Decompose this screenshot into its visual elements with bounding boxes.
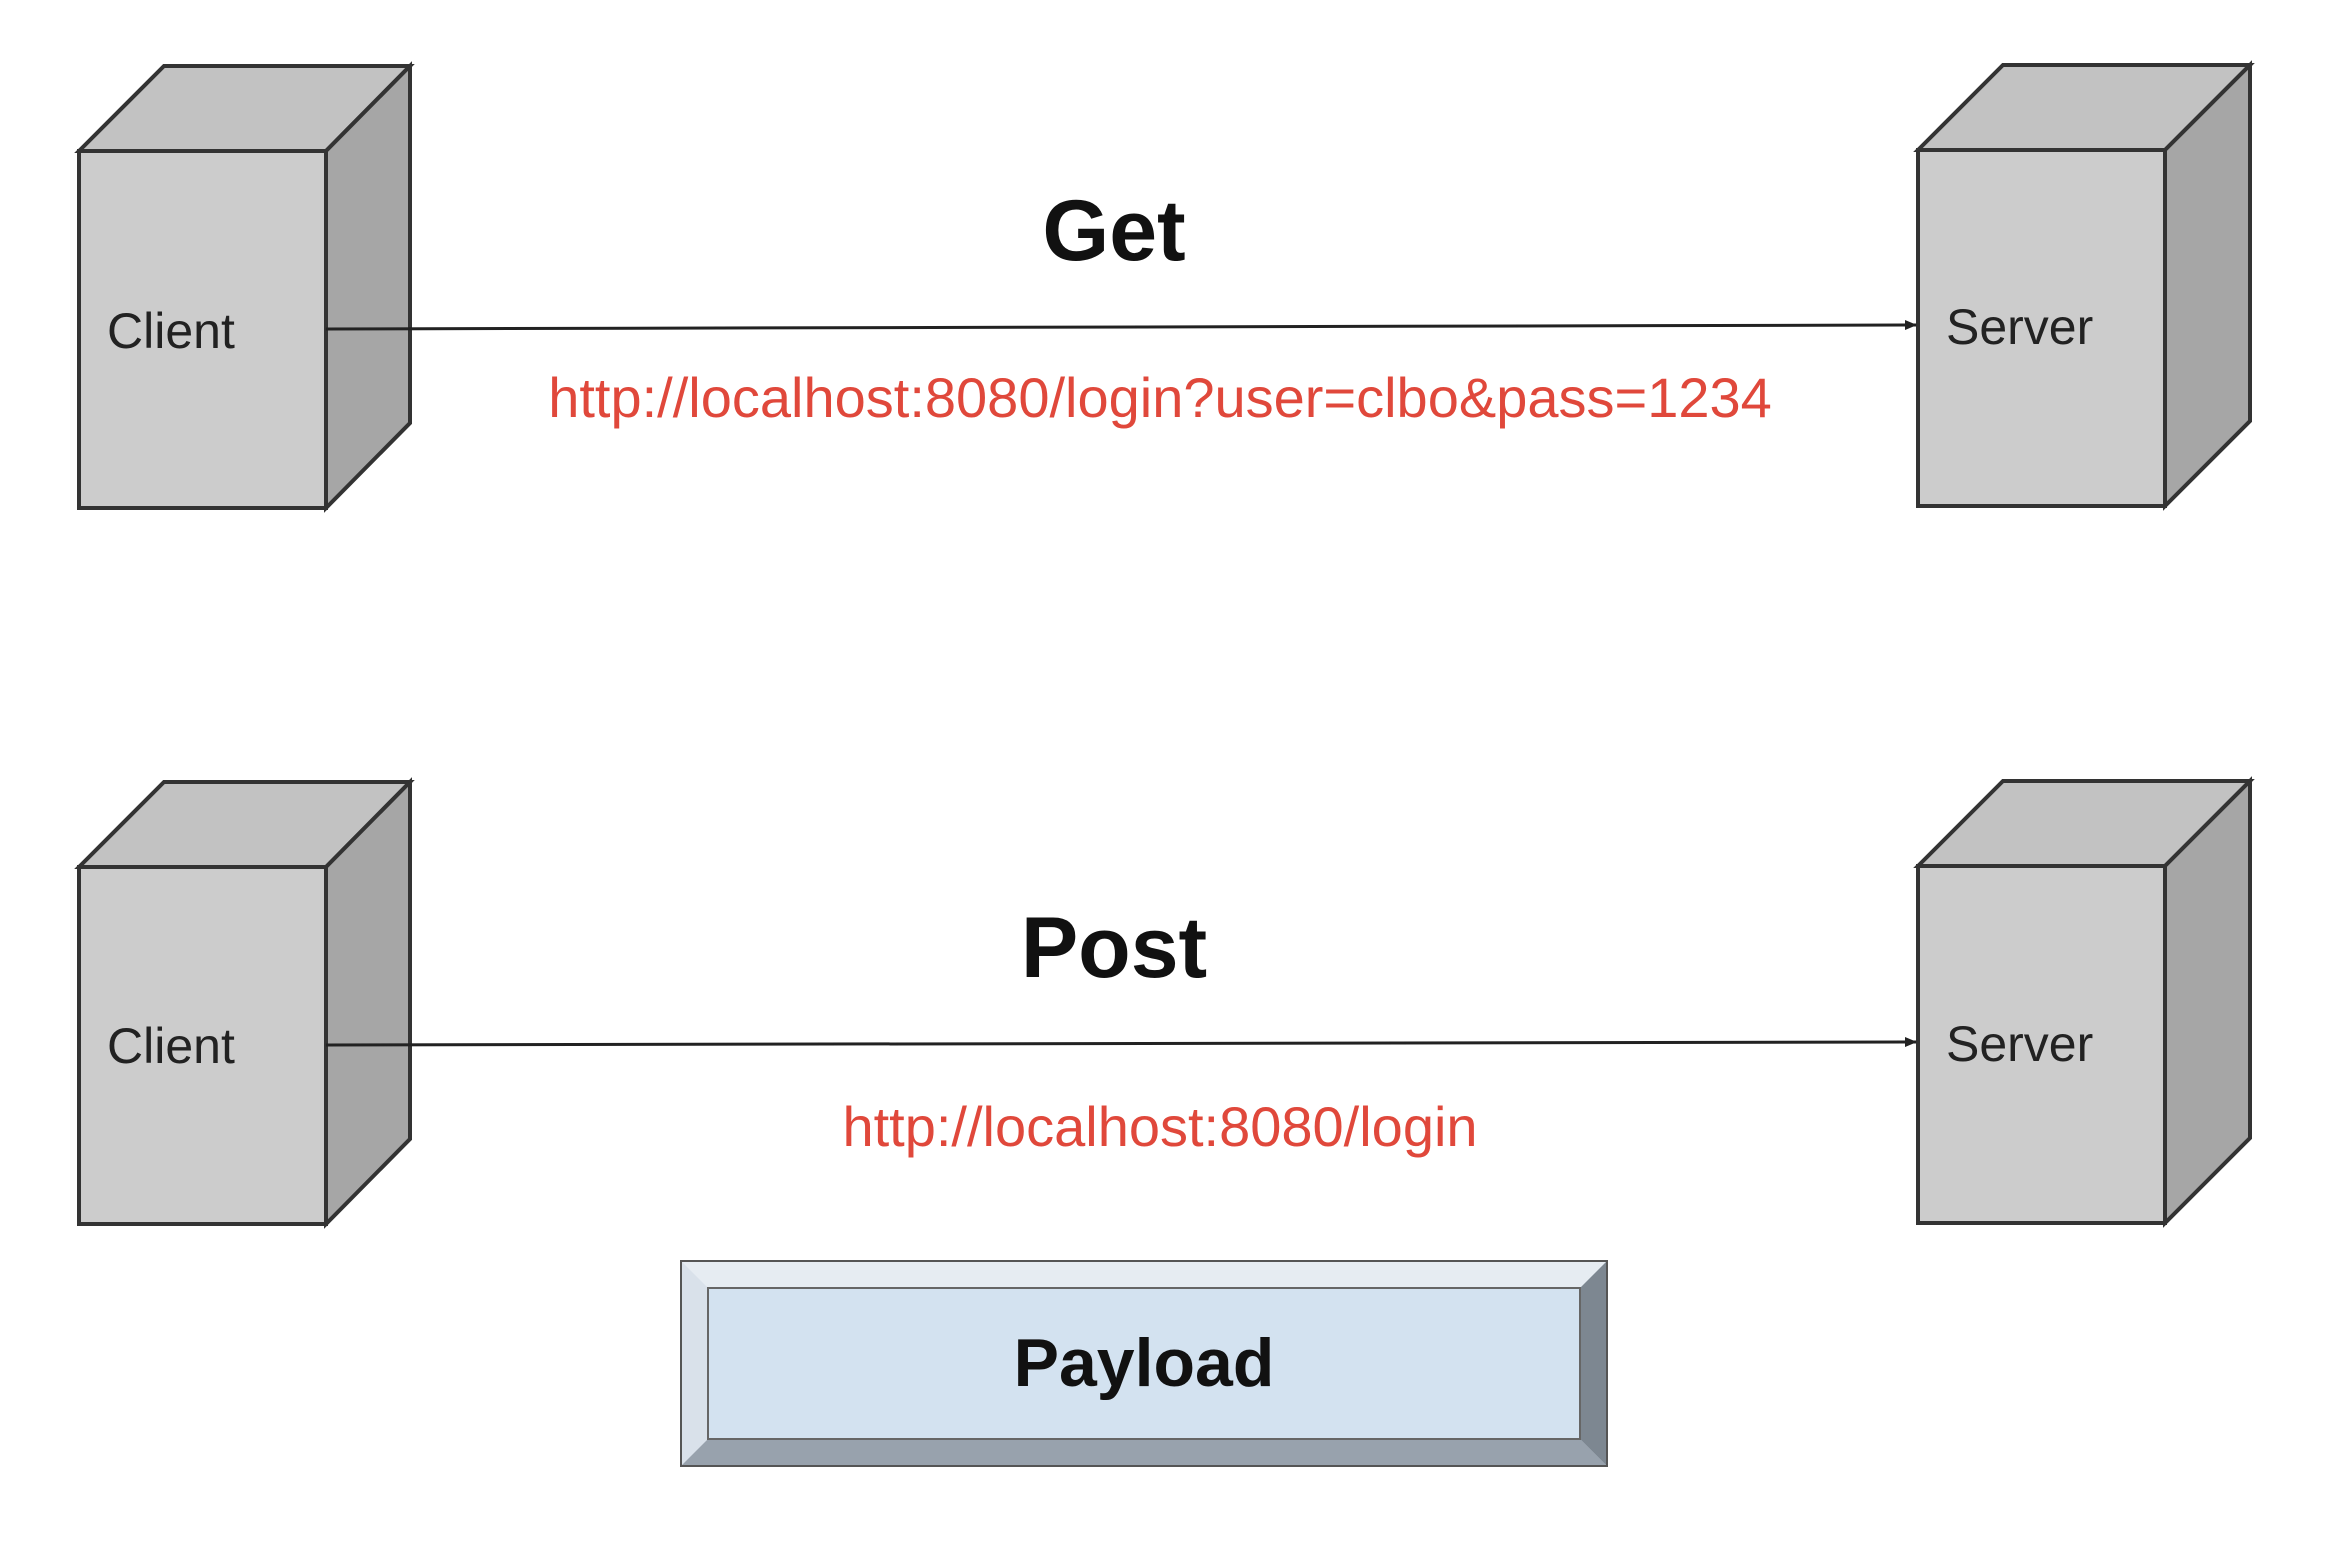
post-server-front bbox=[1916, 864, 2167, 1225]
get-client-label: Client bbox=[107, 303, 235, 359]
post-url: http://localhost:8080/login bbox=[842, 1095, 1477, 1158]
post-client-front bbox=[77, 865, 328, 1226]
payload-border bbox=[680, 1260, 1608, 1467]
get-server-node: Server bbox=[1913, 60, 2255, 511]
payload-bevel-top bbox=[681, 1261, 1607, 1288]
get-server-label: Server bbox=[1946, 299, 2093, 355]
post-server-node: Server bbox=[1913, 776, 2255, 1228]
post-server-label: Server bbox=[1946, 1016, 2093, 1072]
get-server-front bbox=[1916, 148, 2167, 508]
payload-inner bbox=[707, 1287, 1581, 1440]
post-client-label: Client bbox=[107, 1018, 235, 1074]
get-request-arrow bbox=[325, 320, 1917, 331]
payload-label: Payload bbox=[1014, 1325, 1275, 1401]
get-flow: Client Server Get http://localhost:8080/… bbox=[74, 60, 2255, 513]
payload-bevel-left bbox=[681, 1261, 708, 1466]
post-method-label: Post bbox=[1021, 900, 1207, 996]
payload-box: Payload bbox=[680, 1260, 1608, 1467]
get-client-node: Client bbox=[74, 61, 415, 513]
post-request-arrow bbox=[325, 1037, 1917, 1048]
post-flow: Client Server Post http://localhost:8080… bbox=[74, 776, 2255, 1467]
get-method-label: Get bbox=[1042, 183, 1185, 279]
post-client-node: Client bbox=[74, 777, 415, 1229]
get-client-front bbox=[77, 149, 328, 510]
payload-bevel-bottom bbox=[681, 1439, 1607, 1466]
payload-bevel-right bbox=[1580, 1261, 1607, 1466]
get-url: http://localhost:8080/login?user=clbo&pa… bbox=[548, 366, 1772, 429]
